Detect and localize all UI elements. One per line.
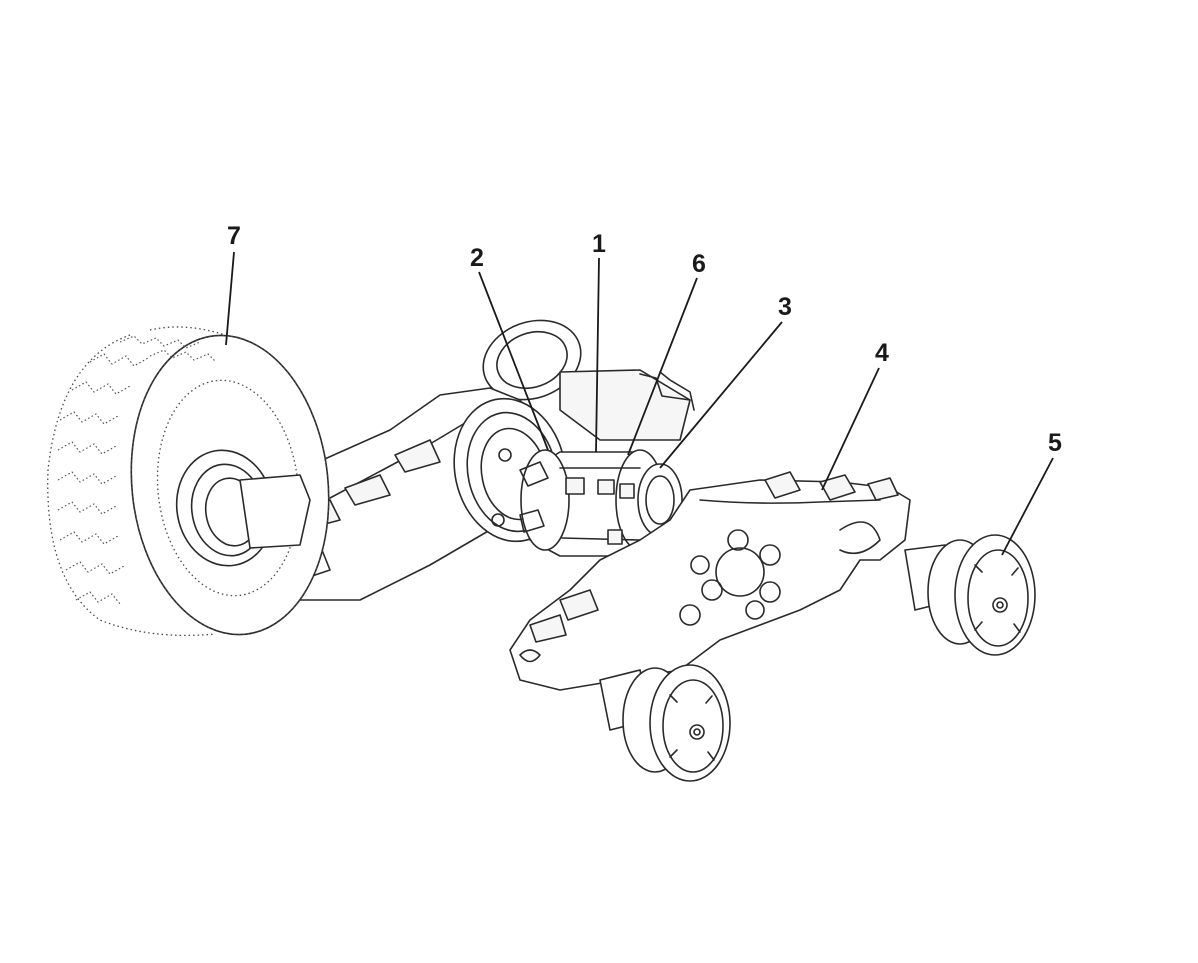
left-wheel-hub	[175, 449, 311, 567]
bogie-beam	[509, 471, 911, 691]
callout-6: 6	[692, 250, 706, 278]
right-rear-hub	[904, 534, 1036, 656]
leader-line-4	[821, 367, 880, 491]
leader-line-2	[478, 271, 549, 451]
rear-hub	[482, 319, 695, 441]
callout-7: 7	[227, 222, 241, 250]
callout-3: 3	[778, 293, 792, 321]
leader-line-3	[659, 321, 783, 469]
right-front-hub	[599, 664, 731, 782]
leader-line-1	[595, 257, 600, 453]
leader-line-6	[627, 277, 698, 456]
leader-line-7	[225, 251, 235, 346]
callout-2: 2	[470, 244, 484, 272]
callout-5: 5	[1048, 429, 1062, 457]
callout-1: 1	[592, 230, 606, 258]
callout-4: 4	[875, 339, 889, 367]
leader-line-5	[1001, 457, 1054, 556]
